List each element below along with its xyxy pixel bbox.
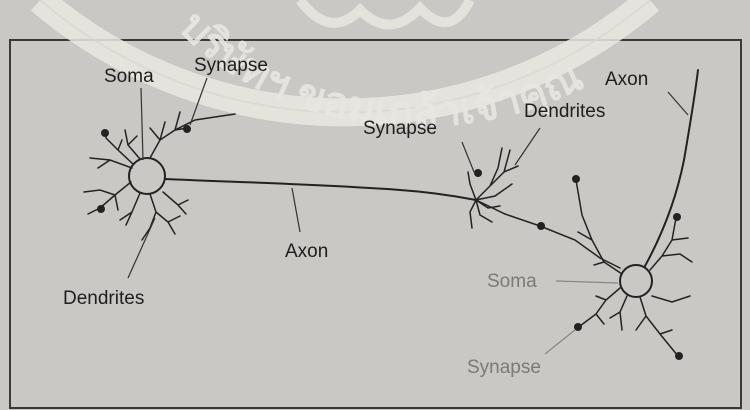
label-soma-2: Soma bbox=[487, 271, 537, 292]
label-soma-1: Soma bbox=[104, 66, 154, 87]
label-synapse-2: Synapse bbox=[363, 118, 437, 139]
label-dendrites-1: Dendrites bbox=[63, 288, 144, 309]
synapse-2-terminal bbox=[474, 169, 482, 177]
label-synapse-3: Synapse bbox=[467, 357, 541, 378]
label-synapse-1: Synapse bbox=[194, 55, 268, 76]
synapse-1-terminal bbox=[183, 125, 191, 133]
label-axon-2: Axon bbox=[605, 69, 648, 90]
synapse-3-terminal bbox=[574, 323, 582, 331]
label-axon-1: Axon bbox=[285, 241, 328, 262]
label-dendrites-2: Dendrites bbox=[524, 101, 605, 122]
